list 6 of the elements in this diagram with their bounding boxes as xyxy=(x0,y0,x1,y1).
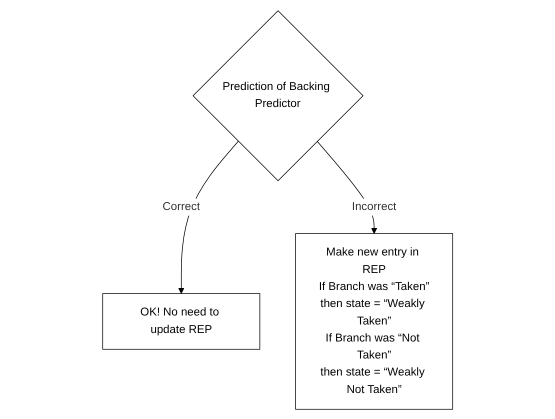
node-box: OK! No need to update REP xyxy=(102,292,260,350)
arrow xyxy=(178,140,238,294)
edge-label: Correct xyxy=(162,200,200,212)
edge-label: Incorrect xyxy=(352,200,396,212)
node-box: Make new entry in REP If Branch was “Taken” then state = “Weakly Taken” If Branch was “Not Taken” then state = “Weakly Not Taken” xyxy=(295,232,453,410)
node-diamond: Prediction of Backing Predictor xyxy=(192,10,364,181)
